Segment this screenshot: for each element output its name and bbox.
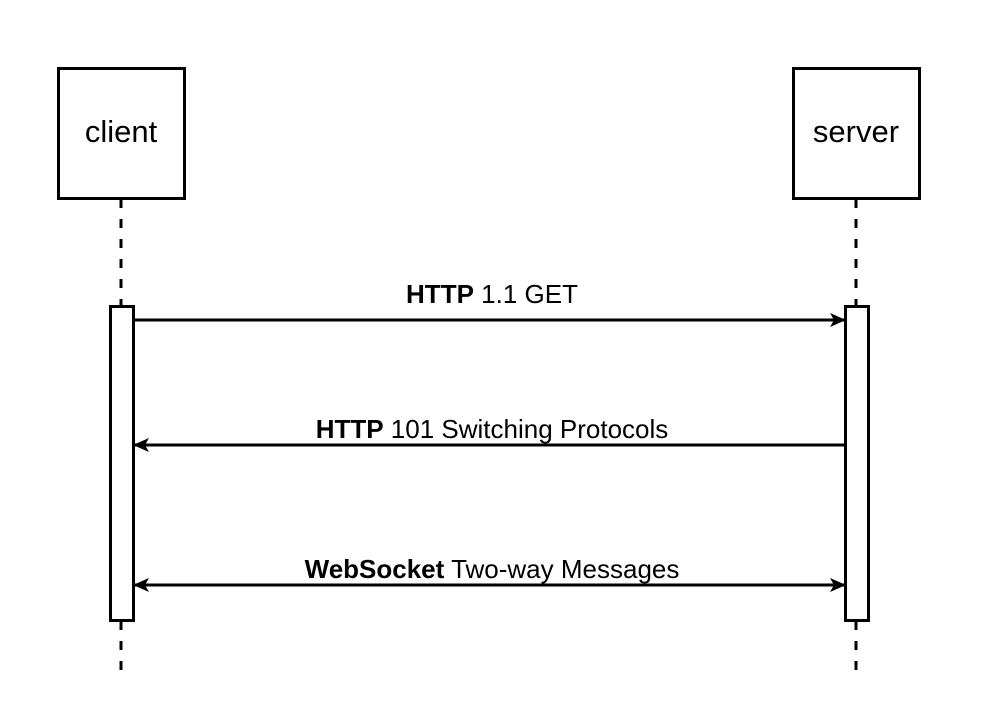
message-text-3: Two-way Messages [444,554,679,584]
activation-bar-server[interactable] [844,305,870,622]
message-label-2: HTTP 101 Switching Protocols [316,414,669,444]
message-label-3: WebSocket Two-way Messages [305,554,680,584]
message-keyword-1: HTTP [406,279,474,309]
message-keyword-3: WebSocket [305,554,445,584]
participant-box-server[interactable] [792,67,921,200]
activation-bar-client[interactable] [109,305,135,622]
message-http-1-1-get[interactable]: HTTP 1.1 GET [134,279,846,327]
message-text-1: 1.1 GET [474,279,578,309]
participant-box-client[interactable] [57,67,186,200]
message-label-1: HTTP 1.1 GET [406,279,578,309]
participant-client[interactable]: client [57,67,186,200]
message-keyword-2: HTTP [316,414,384,444]
message-text-2: 101 Switching Protocols [384,414,669,444]
message-websocket-two-way[interactable]: WebSocket Two-way Messages [133,554,846,592]
participant-server[interactable]: server [792,67,921,200]
message-http-101-switching-protocols[interactable]: HTTP 101 Switching Protocols [133,414,845,452]
participant-label-client: client [85,114,158,149]
participant-label-server: server [813,114,899,149]
